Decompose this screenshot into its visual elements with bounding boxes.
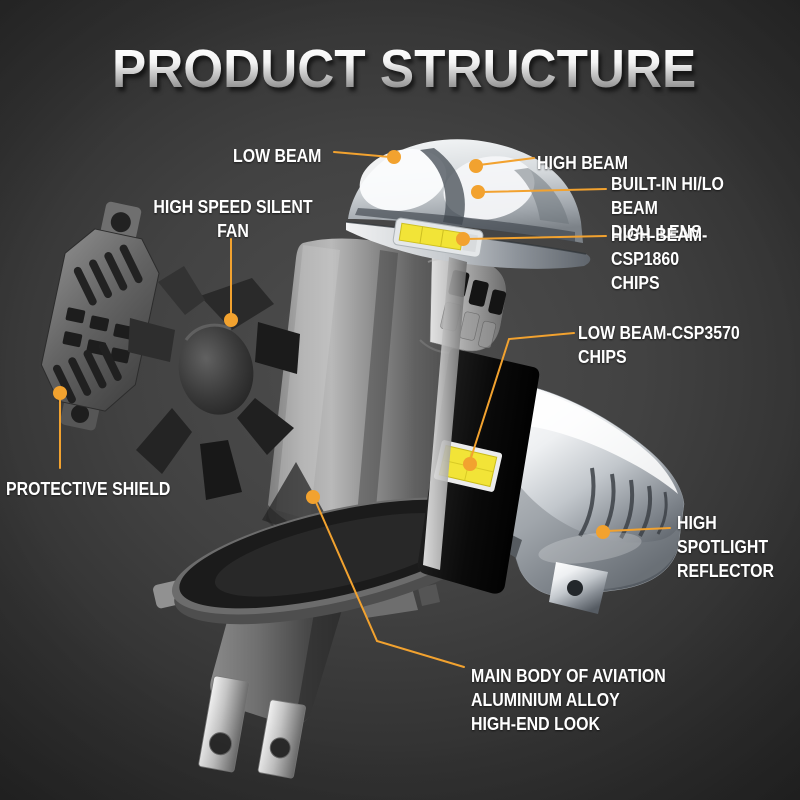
label-high-beam-chips: HIGH BEAM-CSP1860 CHIPS xyxy=(611,224,708,294)
label-dual-lens: BUILT-IN HI/LO BEAM DUAL LENS xyxy=(611,173,724,243)
dot-fan xyxy=(224,313,238,327)
high-beam-chip-part xyxy=(392,217,484,258)
dot-csp3570 xyxy=(463,457,477,471)
pcb-part xyxy=(417,257,540,594)
leader-reflector xyxy=(606,527,671,532)
leader-main-body xyxy=(314,499,465,668)
leader-dual-lens xyxy=(480,188,607,193)
dot-shield xyxy=(53,386,67,400)
leader-csp3570 xyxy=(469,332,575,462)
dot-dual-lens xyxy=(471,185,485,199)
label-low-beam-chips: LOW BEAM-CSP3570 CHIPS xyxy=(578,322,740,368)
contact-pins xyxy=(198,675,306,779)
label-main-body: MAIN BODY OF AVIATION ALUMINIUM ALLOY HI… xyxy=(471,665,666,735)
leader-low-beam xyxy=(333,151,391,158)
dot-reflector xyxy=(596,525,610,539)
protective-shield-part xyxy=(40,201,160,431)
leader-csp1860 xyxy=(465,235,607,240)
label-reflector: HIGH SPOTLIGHT REFLECTOR xyxy=(677,512,774,582)
label-low-beam: LOW BEAM xyxy=(233,145,322,166)
dual-lens-part xyxy=(345,139,591,269)
label-protective-shield: PROTECTIVE SHIELD xyxy=(6,478,171,499)
dot-high-beam xyxy=(469,159,483,173)
leader-high-beam xyxy=(478,157,535,166)
page-title: PRODUCT STRUCTURE xyxy=(112,39,697,99)
reflector-part xyxy=(500,387,685,614)
dot-low-beam xyxy=(387,150,401,164)
label-high-beam: HIGH BEAM xyxy=(537,152,629,173)
fan-part xyxy=(128,266,300,500)
label-fan: HIGH SPEED SILENT FAN xyxy=(153,196,313,242)
dot-main-body xyxy=(306,490,320,504)
leader-lines xyxy=(53,150,671,668)
dot-csp1860 xyxy=(456,232,470,246)
